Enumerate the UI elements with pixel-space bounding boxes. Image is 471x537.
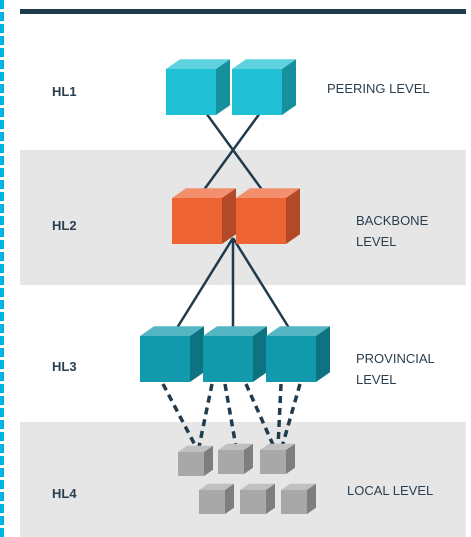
hl2-cube-right bbox=[236, 188, 300, 244]
hl4-cube-back-2 bbox=[218, 443, 253, 474]
hl4-cube-back-3-side bbox=[286, 443, 295, 474]
link-hl2-to-hl3-left bbox=[170, 237, 235, 337]
hl1-cube-right-side bbox=[282, 59, 296, 115]
hl2-name: BACKBONE LEVEL bbox=[356, 210, 428, 252]
hl4-cube-front-2-side bbox=[266, 483, 275, 514]
hl2-name-line1: BACKBONE bbox=[356, 213, 429, 228]
hl4-cube-back-2-top bbox=[218, 443, 253, 450]
hl4-cube-back-3 bbox=[260, 443, 295, 474]
hl1-label: HL1 bbox=[52, 84, 77, 99]
hl4-cube-back-1-top bbox=[178, 445, 213, 452]
hl4-cube-back-3-top bbox=[260, 443, 295, 450]
hl3-cube-center-side bbox=[253, 326, 267, 382]
hl4-cube-front-1-front bbox=[199, 490, 225, 514]
hl3-name-line2: LEVEL bbox=[356, 372, 397, 387]
hl3-cube-center bbox=[203, 326, 267, 382]
hl4-cube-back-2-side bbox=[244, 443, 253, 474]
hl3-cube-right-side bbox=[316, 326, 330, 382]
hl1-cube-right bbox=[232, 59, 296, 115]
hl1-cube-right-front bbox=[232, 69, 282, 115]
hl4-cube-front-2 bbox=[240, 483, 275, 514]
hl4-cube-front-3 bbox=[281, 483, 316, 514]
links bbox=[161, 101, 302, 448]
hl3-cube-center-front bbox=[203, 336, 253, 382]
hl1-cube-right-top bbox=[232, 59, 296, 69]
dashed-link-1 bbox=[161, 383, 198, 448]
hl4-cube-back-1-front bbox=[178, 452, 204, 476]
hl1-cube-left-front bbox=[166, 69, 216, 115]
hl1-cube-left-side bbox=[216, 59, 230, 115]
hl3-name: PROVINCIAL LEVEL bbox=[356, 348, 435, 390]
hl2-cube-left-front bbox=[172, 198, 222, 244]
hl3-cube-right bbox=[266, 326, 330, 382]
hl3-cube-left-top bbox=[140, 326, 204, 336]
hl2-cube-left-top bbox=[172, 188, 236, 198]
hl3-label: HL3 bbox=[52, 359, 77, 374]
hl3-cube-right-top bbox=[266, 326, 330, 336]
hl2-cube-left bbox=[172, 188, 236, 244]
hl4-name: LOCAL LEVEL bbox=[347, 480, 433, 501]
hl2-cube-right-side bbox=[286, 188, 300, 244]
hl1-name-line1: PEERING LEVEL bbox=[327, 81, 430, 96]
dashed-link-3 bbox=[223, 383, 238, 448]
hl3-cube-right-front bbox=[266, 336, 316, 382]
hl3-cube-center-top bbox=[203, 326, 267, 336]
hl4-name-line1: LOCAL LEVEL bbox=[347, 483, 434, 498]
hl4-cube-front-3-front bbox=[281, 490, 307, 514]
hl3-cube-left-side bbox=[190, 326, 204, 382]
hl3-name-line1: PROVINCIAL bbox=[356, 351, 435, 366]
hl4-cube-back-2-front bbox=[218, 450, 244, 474]
hl4-cube-back-1-side bbox=[204, 445, 213, 476]
hl4-cube-front-1-top bbox=[199, 483, 234, 490]
hl1-name: PEERING LEVEL bbox=[327, 78, 430, 99]
left-dashed-border bbox=[0, 0, 4, 537]
hl2-name-line2: LEVEL bbox=[356, 234, 397, 249]
link-hl1-right-to-hl2-left bbox=[196, 101, 270, 199]
dashed-link-2 bbox=[197, 383, 214, 448]
top-bar bbox=[20, 9, 466, 14]
band-hl4 bbox=[20, 422, 466, 537]
hl4-cube-back-3-front bbox=[260, 450, 286, 474]
hl4-cube-front-1 bbox=[199, 483, 234, 514]
hl3-cube-left-front bbox=[140, 336, 190, 382]
hl2-cube-left-side bbox=[222, 188, 236, 244]
hl4-cube-back-1 bbox=[178, 445, 213, 476]
hl2-cube-right-front bbox=[236, 198, 286, 244]
dashed-link-4 bbox=[244, 383, 276, 448]
hl4-cube-front-3-top bbox=[281, 483, 316, 490]
dashed-link-5 bbox=[276, 383, 283, 448]
hl1-cube-left bbox=[166, 59, 230, 115]
hl1-cube-left-top bbox=[166, 59, 230, 69]
hl4-cube-front-3-side bbox=[307, 483, 316, 514]
hl2-cube-right-top bbox=[236, 188, 300, 198]
hl4-cube-front-1-side bbox=[225, 483, 234, 514]
hl4-cube-front-2-top bbox=[240, 483, 275, 490]
link-hl2-to-hl3-right bbox=[231, 237, 296, 337]
dashed-link-6 bbox=[280, 383, 302, 448]
hl4-cube-front-2-front bbox=[240, 490, 266, 514]
hl2-label: HL2 bbox=[52, 218, 77, 233]
cubes bbox=[140, 59, 330, 514]
hl3-cube-left bbox=[140, 326, 204, 382]
hl4-label: HL4 bbox=[52, 486, 77, 501]
